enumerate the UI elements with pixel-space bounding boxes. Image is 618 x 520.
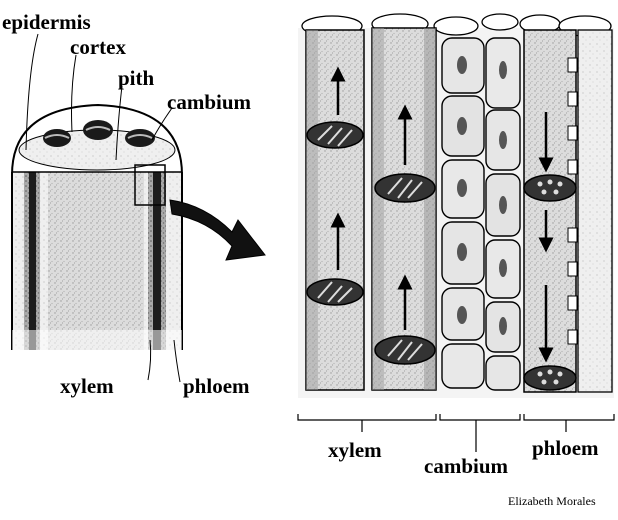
label-phloem-bottom: phloem <box>532 438 599 459</box>
zoom-arrow <box>170 200 265 260</box>
stem-cutaway <box>12 105 182 352</box>
label-epidermis: epidermis <box>2 12 91 33</box>
label-xylem-bottom: xylem <box>328 440 382 461</box>
tissue-block <box>298 14 614 398</box>
credit: Elizabeth Morales <box>508 494 596 509</box>
label-xylem-left: xylem <box>60 376 114 397</box>
label-cambium-bottom: cambium <box>424 456 508 477</box>
label-phloem-left: phloem <box>183 376 250 397</box>
label-cambium-top: cambium <box>167 92 251 113</box>
label-pith: pith <box>118 68 154 89</box>
label-cortex: cortex <box>70 37 126 58</box>
